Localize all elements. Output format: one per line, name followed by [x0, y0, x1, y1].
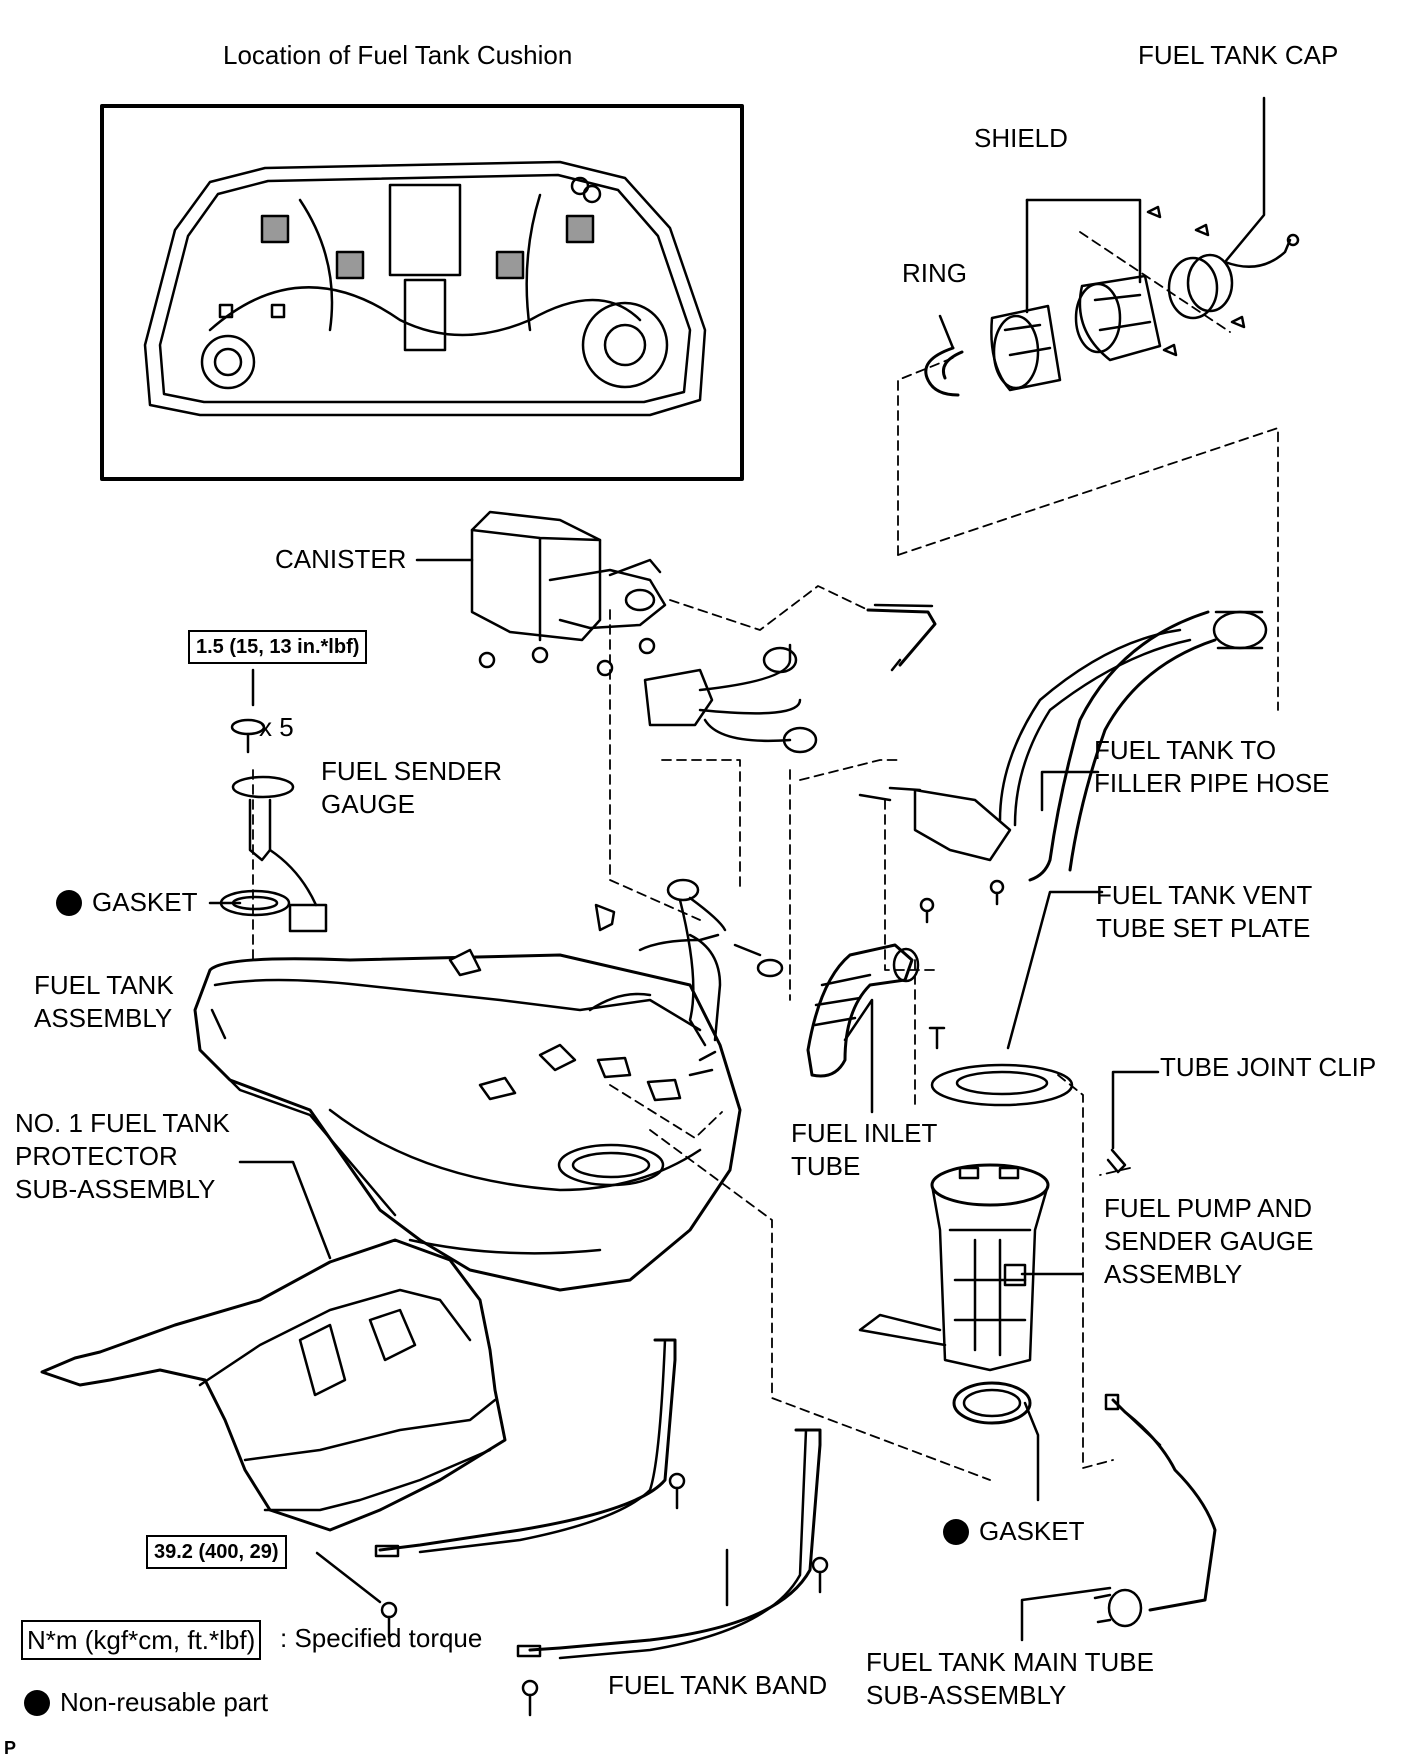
label-line: TUBE SET PLATE — [1096, 913, 1311, 943]
legend-torque-text: : Specified torque — [280, 1623, 483, 1653]
label-fuel-tank-main-tube: FUEL TANK MAIN TUBE SUB-ASSEMBLY — [866, 1646, 1154, 1712]
label-line: NO. 1 FUEL TANK — [15, 1108, 230, 1138]
label-canister: CANISTER — [275, 544, 407, 574]
fuel-tank-bands — [374, 1338, 829, 1717]
label-text: GASKET — [92, 887, 198, 917]
pump-gasket-part — [952, 1381, 1032, 1425]
label-gasket-top: GASKET — [56, 886, 197, 919]
legend-torque-box: N*m (kgf*cm, ft.*lbf) — [21, 1620, 262, 1660]
label-line: FUEL TANK — [34, 970, 174, 1000]
label-text: GASKET — [979, 1516, 1085, 1546]
label-line: SUB-ASSEMBLY — [866, 1680, 1067, 1710]
label-fuel-tank-to-filler-pipe-hose: FUEL TANK TO FILLER PIPE HOSE — [1094, 734, 1330, 800]
canister-part — [470, 510, 667, 677]
fuel-inlet-tube — [806, 943, 920, 1078]
label-fuel-pump-and-sender-gauge: FUEL PUMP AND SENDER GAUGE ASSEMBLY — [1104, 1192, 1314, 1291]
nonreusable-dot-icon — [56, 890, 82, 916]
label-line: PROTECTOR — [15, 1141, 178, 1171]
fuel-tank-cushion-inset — [100, 104, 744, 481]
legend-nonreusable-text: Non-reusable part — [60, 1687, 269, 1717]
hoses-upper — [643, 603, 937, 754]
sender-gauge — [219, 718, 328, 933]
label-ring: RING — [902, 258, 967, 288]
label-fuel-tank-vent-tube-set-plate: FUEL TANK VENT TUBE SET PLATE — [1096, 879, 1312, 945]
nonreusable-dot-icon — [943, 1519, 969, 1545]
assembly-dashed-lines — [252, 231, 1279, 1481]
label-line: FUEL PUMP AND — [1104, 1193, 1313, 1223]
label-fuel-inlet-tube: FUEL INLET TUBE — [791, 1117, 937, 1183]
leader-lines — [208, 96, 1266, 1642]
torque-spec-sender: 1.5 (15, 13 in.*lbf) — [188, 630, 368, 664]
protector-part — [40, 1238, 507, 1532]
label-fuel-tank-cap: FUEL TANK CAP — [1138, 40, 1339, 70]
legend-nonreusable: Non-reusable part — [24, 1686, 268, 1719]
fuel-tank-body — [193, 878, 784, 1292]
filler-pipe — [858, 610, 1268, 924]
label-line: FILLER PIPE HOSE — [1094, 768, 1330, 798]
label-line: FUEL TANK MAIN TUBE — [866, 1647, 1154, 1677]
fuel-pump-assembly — [858, 1163, 1050, 1372]
tube-joint-clip-part — [1106, 1148, 1127, 1174]
label-line: FUEL TANK VENT — [1096, 880, 1313, 910]
vent-tube-set-plate — [928, 1026, 1074, 1107]
label-tube-joint-clip: TUBE JOINT CLIP — [1160, 1052, 1377, 1082]
label-line: ASSEMBLY — [1104, 1259, 1243, 1289]
label-line: FUEL SENDER — [321, 756, 503, 786]
label-line: FUEL INLET — [791, 1118, 938, 1148]
label-fuel-tank-band: FUEL TANK BAND — [608, 1670, 828, 1700]
label-shield: SHIELD — [974, 123, 1068, 153]
label-fuel-sender-gauge: FUEL SENDER GAUGE — [321, 755, 502, 821]
label-line: SENDER GAUGE — [1104, 1226, 1314, 1256]
label-fuel-tank-assembly: FUEL TANK ASSEMBLY — [34, 969, 174, 1035]
label-line: SUB-ASSEMBLY — [15, 1174, 216, 1204]
footer-mark: P — [4, 1738, 17, 1758]
label-line: FUEL TANK TO — [1094, 735, 1277, 765]
label-line: GAUGE — [321, 789, 415, 819]
torque-spec-band: 39.2 (400, 29) — [146, 1535, 287, 1569]
label-gasket-bottom: GASKET — [943, 1515, 1084, 1548]
label-no1-fuel-tank-protector: NO. 1 FUEL TANK PROTECTOR SUB-ASSEMBLY — [15, 1107, 230, 1206]
label-line: TUBE — [791, 1151, 861, 1181]
label-quantity: x 5 — [259, 712, 294, 742]
page-title: Location of Fuel Tank Cushion — [223, 40, 573, 70]
label-line: ASSEMBLY — [34, 1003, 173, 1033]
main-tube-part — [1093, 1393, 1217, 1628]
filler-parts — [924, 205, 1300, 397]
nonreusable-dot-icon — [24, 1690, 50, 1716]
